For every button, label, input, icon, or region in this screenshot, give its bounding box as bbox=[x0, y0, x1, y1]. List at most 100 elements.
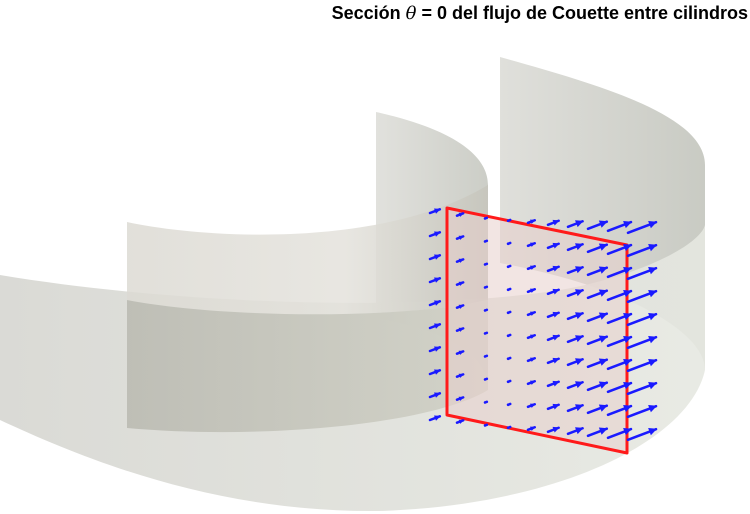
velocity-arrow-head bbox=[530, 426, 536, 431]
velocity-arrow-head bbox=[623, 243, 632, 252]
velocity-arrow-head bbox=[458, 212, 465, 217]
velocity-arrow-head bbox=[530, 288, 536, 293]
velocity-arrow-head bbox=[458, 235, 465, 240]
inner-cylinder-front-lower bbox=[127, 300, 488, 433]
velocity-arrow-head bbox=[530, 380, 536, 385]
velocity-arrow-head bbox=[458, 396, 465, 401]
velocity-arrow-head bbox=[575, 404, 584, 412]
velocity-arrow-head bbox=[623, 289, 632, 298]
velocity-arrow-head bbox=[433, 208, 441, 214]
velocity-arrow-head bbox=[507, 357, 512, 361]
velocity-arrow-head bbox=[552, 426, 560, 433]
velocity-arrow-head bbox=[433, 300, 441, 306]
velocity-arrow-head bbox=[552, 357, 560, 364]
velocity-arrow-head bbox=[552, 403, 560, 410]
velocity-arrow-head bbox=[575, 427, 584, 435]
velocity-arrow-head bbox=[575, 266, 584, 274]
velocity-arrow-head bbox=[552, 311, 560, 318]
velocity-arrow-head bbox=[598, 427, 608, 435]
velocity-arrow-head bbox=[433, 254, 441, 260]
velocity-arrow-head bbox=[598, 220, 608, 228]
velocity-arrow-head bbox=[507, 265, 512, 269]
velocity-arrow-head bbox=[598, 381, 608, 389]
velocity-arrow-head bbox=[483, 286, 488, 290]
velocity-arrow-head bbox=[623, 427, 632, 436]
velocity-arrow-head bbox=[483, 309, 488, 313]
velocity-arrow-head bbox=[483, 424, 488, 428]
velocity-arrow-head bbox=[458, 419, 465, 424]
velocity-arrow-head bbox=[530, 219, 536, 224]
velocity-arrow-head bbox=[552, 219, 560, 226]
velocity-arrow-head bbox=[623, 312, 632, 321]
velocity-arrow-head bbox=[623, 335, 632, 344]
velocity-arrow-head bbox=[507, 334, 512, 338]
title-suffix: = 0 del flujo de Couette entre cilindros bbox=[416, 3, 748, 23]
velocity-arrow-head bbox=[458, 373, 465, 378]
velocity-arrow-head bbox=[623, 358, 632, 367]
velocity-arrow-head bbox=[483, 263, 488, 267]
velocity-arrow-head bbox=[648, 428, 657, 436]
velocity-arrow-head bbox=[507, 219, 512, 223]
velocity-arrow-head bbox=[507, 426, 512, 430]
title-prefix: Sección bbox=[331, 3, 406, 23]
section-plane bbox=[445, 206, 629, 455]
inner-cylinder-front-upper bbox=[127, 185, 488, 315]
velocity-arrow-head bbox=[648, 267, 657, 275]
velocity-arrow-head bbox=[575, 289, 584, 297]
velocity-arrow-head bbox=[483, 378, 488, 382]
velocity-arrow-head bbox=[552, 242, 560, 249]
velocity-arrow-head bbox=[552, 334, 560, 341]
velocity-arrow-head bbox=[598, 289, 608, 297]
velocity-arrow-head bbox=[483, 332, 488, 336]
plot-title: Sección θ = 0 del flujo de Couette entre… bbox=[332, 3, 748, 24]
velocity-arrow-head bbox=[458, 258, 465, 263]
velocity-arrow-head bbox=[507, 403, 512, 407]
velocity-arrow-head bbox=[648, 221, 657, 229]
velocity-arrow-head bbox=[458, 350, 465, 355]
velocity-arrow-head bbox=[623, 381, 632, 390]
velocity-arrow-head bbox=[458, 327, 465, 332]
velocity-arrow-head bbox=[433, 231, 441, 237]
velocity-arrow-head bbox=[507, 242, 512, 246]
velocity-arrow-head bbox=[552, 265, 560, 272]
velocity-arrow-head bbox=[623, 220, 632, 229]
velocity-arrow-head bbox=[552, 288, 560, 295]
velocity-arrow-head bbox=[598, 358, 608, 366]
velocity-arrow-head bbox=[575, 335, 584, 343]
velocity-arrow-head bbox=[433, 415, 441, 421]
velocity-arrow-head bbox=[648, 336, 657, 344]
velocity-arrow-head bbox=[433, 323, 441, 329]
velocity-arrow-head bbox=[598, 312, 608, 320]
velocity-arrow-head bbox=[648, 313, 657, 321]
velocity-arrow-head bbox=[483, 217, 488, 221]
velocity-arrow-head bbox=[648, 382, 657, 390]
velocity-arrow-head bbox=[483, 401, 488, 405]
velocity-arrow-head bbox=[530, 334, 536, 339]
velocity-arrow-head bbox=[623, 404, 632, 413]
velocity-arrow-head bbox=[575, 243, 584, 251]
velocity-arrow-head bbox=[530, 242, 536, 247]
velocity-arrow-head bbox=[530, 357, 536, 362]
velocity-arrow-head bbox=[552, 380, 560, 387]
velocity-arrow-head bbox=[648, 359, 657, 367]
velocity-arrow-head bbox=[648, 290, 657, 298]
velocity-arrow-head bbox=[458, 304, 465, 309]
velocity-arrow-head bbox=[507, 311, 512, 315]
velocity-arrow-head bbox=[575, 381, 584, 389]
velocity-arrow-head bbox=[575, 358, 584, 366]
velocity-arrow-head bbox=[530, 265, 536, 270]
velocity-arrow-head bbox=[575, 312, 584, 320]
velocity-field-arrows bbox=[428, 208, 658, 442]
velocity-arrow-head bbox=[507, 380, 512, 384]
velocity-arrow-head bbox=[598, 404, 608, 412]
velocity-arrow-head bbox=[483, 355, 488, 359]
velocity-arrow-head bbox=[507, 288, 512, 292]
velocity-arrow-head bbox=[598, 243, 608, 251]
velocity-arrow-head bbox=[575, 220, 584, 228]
velocity-arrow-head bbox=[648, 405, 657, 413]
velocity-arrow-head bbox=[598, 266, 608, 274]
velocity-arrow-head bbox=[483, 240, 488, 244]
velocity-arrow-head bbox=[433, 369, 441, 375]
